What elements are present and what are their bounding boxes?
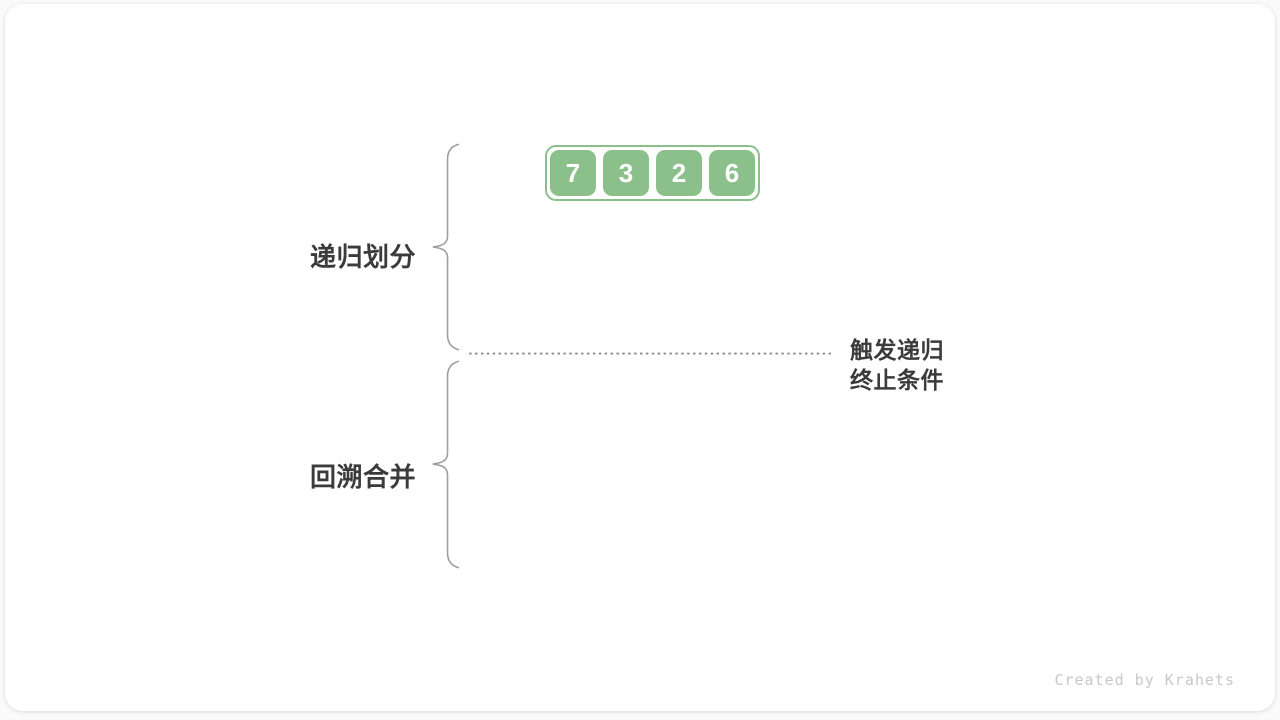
- termination-line-2: 终止条件: [850, 367, 944, 393]
- label-backtrack-merge: 回溯合并: [309, 462, 416, 492]
- credit-text: Created by Krahets: [1054, 671, 1235, 689]
- diagram-stage: 7 3 2 6 递归划分 回溯合并 触发递归 终止条件 Created by K…: [5, 4, 1275, 711]
- array-cell: 6: [709, 150, 755, 196]
- array-cell: 7: [550, 150, 596, 196]
- brace-backtrack-merge: [432, 360, 460, 569]
- braces-and-divider-layer: [432, 143, 833, 569]
- label-termination-condition: 触发递归 终止条件: [850, 335, 944, 395]
- array-container: 7 3 2 6: [545, 145, 760, 201]
- diagram-card: 7 3 2 6 递归划分 回溯合并 触发递归 终止条件 Created by K…: [5, 4, 1275, 711]
- termination-line-1: 触发递归: [850, 337, 944, 363]
- label-recursive-divide: 递归划分: [309, 242, 416, 272]
- brace-recursive-divide: [432, 143, 460, 351]
- array-cell: 3: [603, 150, 649, 196]
- array-cell: 2: [656, 150, 702, 196]
